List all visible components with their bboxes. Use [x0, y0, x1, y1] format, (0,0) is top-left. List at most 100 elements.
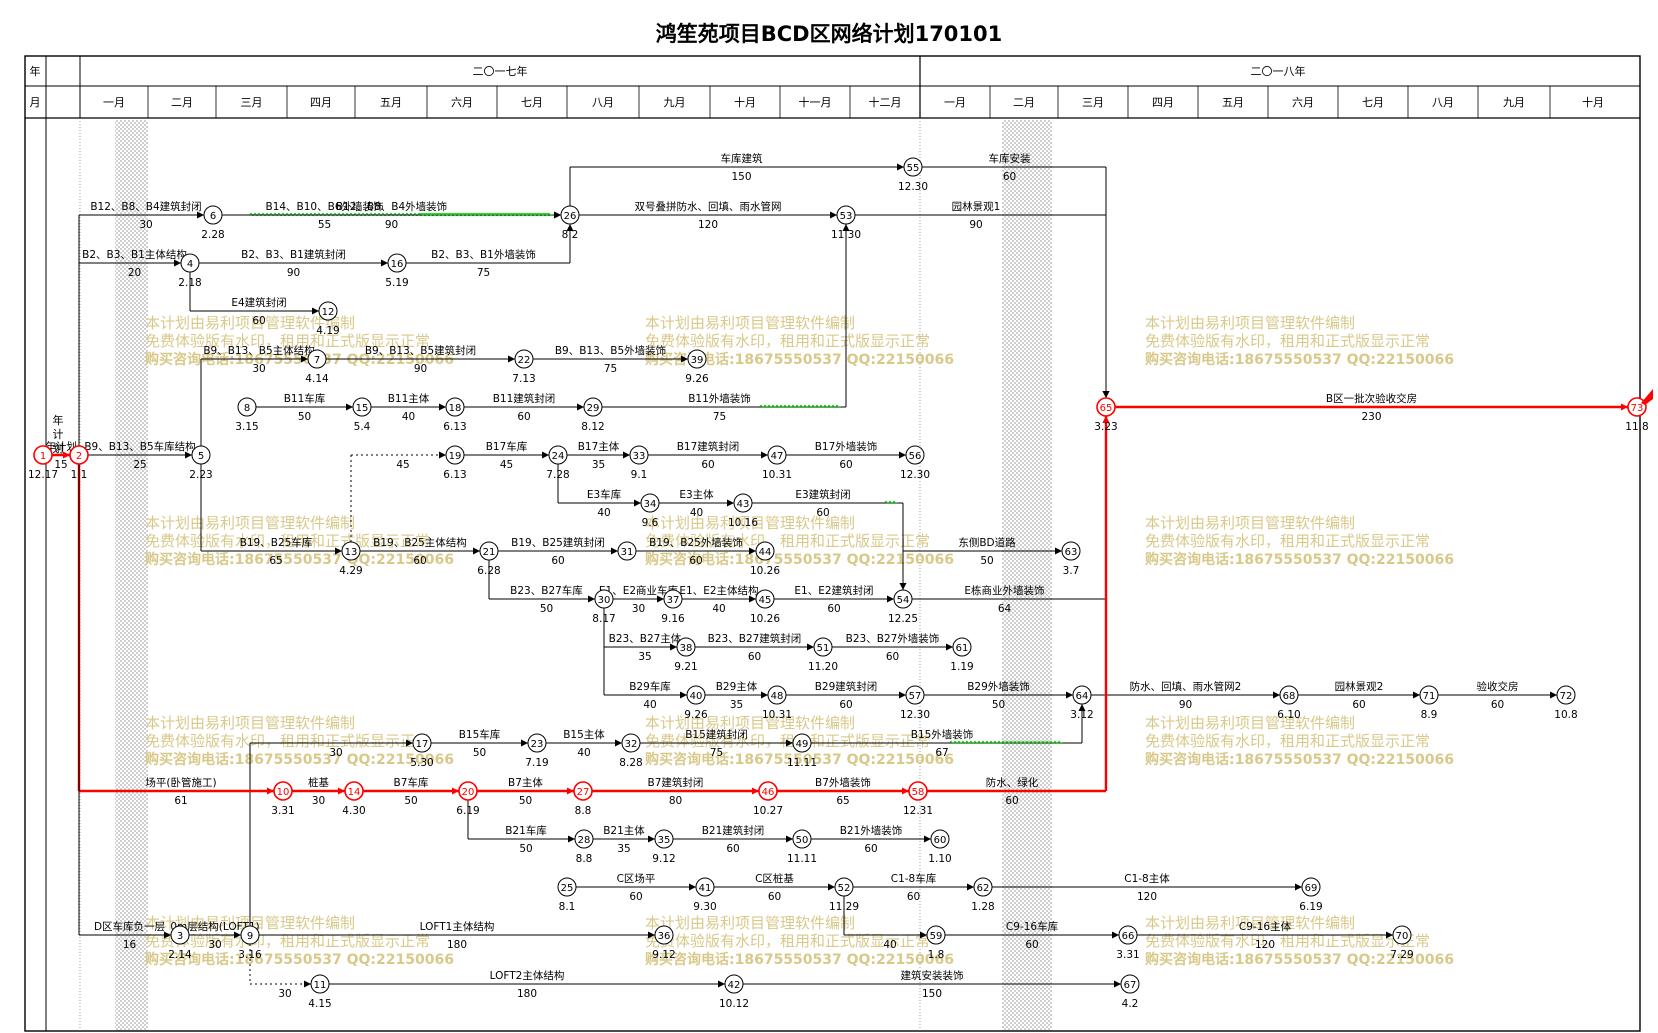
node-date: 5.4 — [354, 421, 371, 433]
arrowhead — [1102, 391, 1110, 398]
activity-name: B9、B13、B5主体结构 — [203, 344, 314, 357]
node-circle — [767, 685, 787, 705]
arrowhead — [439, 451, 446, 459]
node-circle — [1419, 685, 1439, 705]
activity-name: E1、E2建筑封闭 — [794, 584, 873, 597]
arrowhead — [752, 787, 759, 795]
activity-name: B17外墙装饰 — [815, 440, 878, 453]
activity-name: B21主体 — [603, 825, 645, 837]
event-node: 144.30 — [342, 781, 366, 817]
activity-duration: 30 — [252, 363, 265, 375]
node-date: 4.19 — [316, 325, 339, 337]
node-number: 21 — [483, 547, 496, 558]
event-node: 52.23 — [189, 445, 213, 481]
watermark-line3: 购买咨询电话:18675550537 QQ:22150066 — [1145, 551, 1454, 568]
month-label-18: 六月 — [1292, 96, 1314, 109]
activity-arrow — [902, 550, 1062, 590]
node-date: 3.12 — [1070, 709, 1093, 721]
month-label-3: 三月 — [241, 96, 263, 109]
arrowhead — [749, 595, 756, 603]
arrowhead — [542, 451, 549, 459]
arrowhead — [718, 980, 725, 988]
node-circle — [412, 733, 432, 753]
activity-name: 车库建筑 — [721, 152, 763, 165]
arrowhead — [301, 355, 308, 363]
watermark-line2: 免费体验版有水印，租用和正式版显示正常 — [645, 332, 930, 350]
node-number: 25 — [561, 883, 574, 894]
node-number: 19 — [449, 451, 462, 462]
arrowhead — [267, 787, 274, 795]
watermark: 本计划由易利项目管理软件编制免费体验版有水印，租用和正式版显示正常购买咨询电话:… — [1145, 914, 1454, 968]
watermark: 本计划由易利项目管理软件编制免费体验版有水印，租用和正式版显示正常购买咨询电话:… — [1145, 714, 1454, 768]
activity-name: 年计划 — [45, 440, 77, 453]
node-number: 35 — [658, 835, 671, 846]
activity-name: B29建筑封闭 — [815, 680, 878, 693]
activity-duration: 30 — [329, 747, 342, 759]
month-label-16: 四月 — [1152, 96, 1174, 109]
node-circle — [654, 925, 674, 945]
activity-name: B19、B25外墙装饰 — [649, 536, 743, 549]
year-2018: 二〇一八年 — [1251, 64, 1306, 78]
node-number: 32 — [625, 739, 638, 750]
node-number: 6 — [210, 211, 216, 222]
node-circle — [930, 829, 950, 849]
node-circle — [318, 301, 338, 321]
node-number: 46 — [762, 787, 775, 798]
activity-name: E3主体 — [679, 489, 714, 501]
activity-arrow — [200, 464, 342, 552]
activity-arrow — [602, 224, 847, 409]
node-date: 9.16 — [661, 613, 685, 625]
event-node: 653.23 — [1094, 397, 1118, 433]
node-date: 2.23 — [189, 469, 212, 481]
activity-arrow — [222, 212, 561, 217]
node-number: 23 — [531, 739, 544, 750]
node-circle — [344, 781, 364, 801]
arrowhead — [749, 547, 756, 555]
event-node: 186.13 — [443, 397, 467, 433]
activity-arrow — [200, 358, 308, 446]
activity-label: B9、B13、B5主体结构 30 — [203, 344, 314, 375]
arrowhead — [611, 547, 618, 555]
activity-duration: 40 — [402, 411, 415, 423]
watermark-line3: 购买咨询电话:18675550537 QQ:22150066 — [1145, 951, 1454, 968]
arrowhead — [1078, 704, 1086, 711]
arrowhead — [727, 499, 734, 507]
node-circle — [1301, 877, 1321, 897]
activity-duration: 16 — [123, 939, 137, 951]
arrowhead — [1066, 691, 1073, 699]
node-circle — [813, 637, 833, 657]
activity-name: E4建筑封闭 — [231, 296, 286, 309]
arrowhead — [473, 547, 480, 555]
month-label-17: 五月 — [1222, 96, 1244, 109]
activity-duration: 50 — [519, 795, 532, 807]
node-date: 8.2 — [562, 229, 579, 241]
month-label-12: 十二月 — [869, 95, 902, 109]
activity-label: 45 — [396, 459, 409, 471]
activity-name: 验收交房 — [1477, 680, 1519, 693]
activity-duration: 75 — [477, 267, 490, 279]
event-node: 206.19 — [456, 781, 480, 817]
node-number: 54 — [897, 595, 910, 606]
activity-label: 场平(卧管施工)61 — [145, 776, 216, 807]
node-circle — [307, 349, 327, 369]
watermark-line1: 本计划由易利项目管理软件编制 — [645, 514, 855, 532]
arrowhead — [1114, 980, 1121, 988]
activity-name: E1、E2主体结构 — [679, 584, 758, 597]
node-number: 5 — [198, 451, 204, 462]
activity-duration: 20 — [128, 267, 141, 279]
event-node: 216.28 — [477, 541, 501, 577]
event-node: 674.2 — [1120, 974, 1140, 1010]
arrowhead — [920, 931, 927, 939]
node-date: 12.31 — [903, 805, 933, 817]
activity-duration: 120 — [1255, 939, 1275, 951]
arrowhead — [566, 224, 574, 231]
